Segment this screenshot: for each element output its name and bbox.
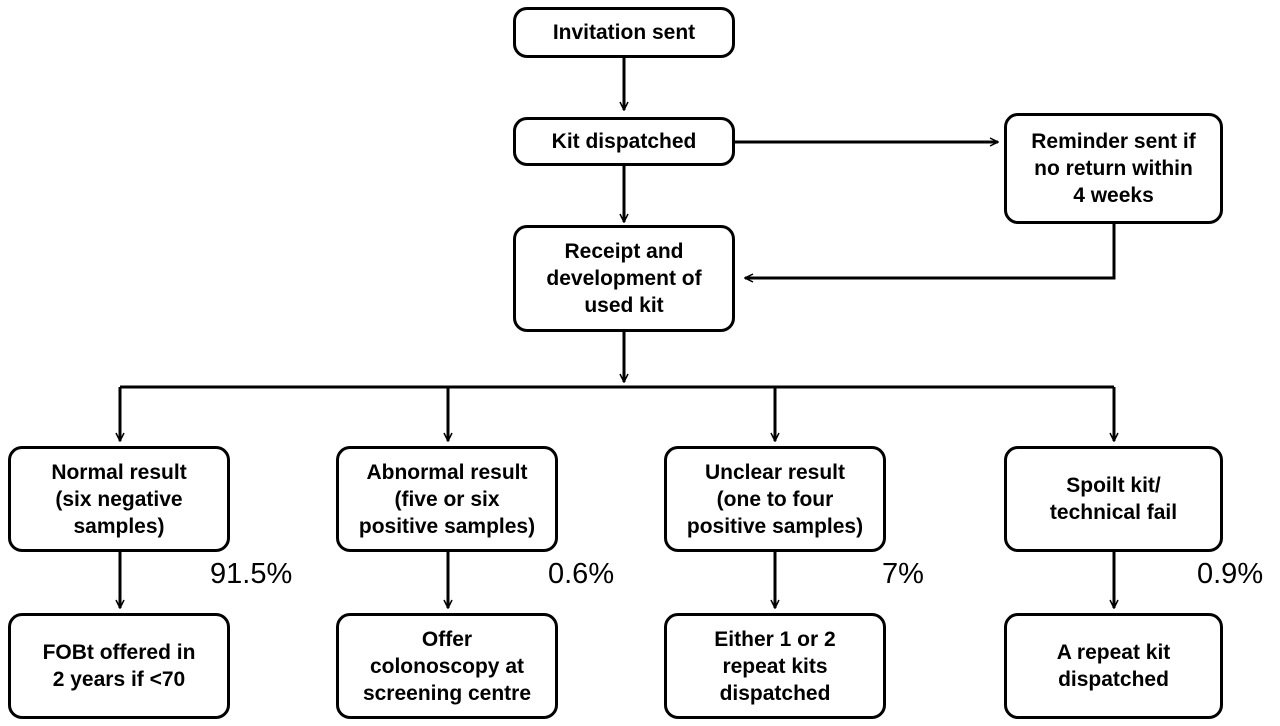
normal-next-label: FOBt offered in 2 years if <70 <box>42 641 196 691</box>
unclear-next-box: Either 1 or 2 repeat kits dispatched <box>664 613 886 719</box>
abnormal-percentage: 0.6% <box>548 558 615 590</box>
unclear-next-label: Either 1 or 2 repeat kits dispatched <box>714 627 836 705</box>
spoilt-next-label: A repeat kit dispatched <box>1056 641 1171 691</box>
abnormal-result-label: Abnormal result (five or six positive sa… <box>358 460 536 538</box>
invitation-sent-box: Invitation sent <box>513 7 735 58</box>
unclear-percentage: 7% <box>882 558 924 590</box>
normal-next-box: FOBt offered in 2 years if <70 <box>8 613 230 719</box>
reminder-label: Reminder sent if no return within 4 week… <box>1031 130 1196 207</box>
normal-result-label: Normal result (six negative samples) <box>51 460 187 538</box>
spoilt-next-box: A repeat kit dispatched <box>1004 613 1223 719</box>
reminder-box: Reminder sent if no return within 4 week… <box>1004 113 1223 224</box>
abnormal-result-box: Abnormal result (five or six positive sa… <box>336 446 558 552</box>
spoilt-kit-label: Spoilt kit/ technical fail <box>1049 474 1178 524</box>
spoilt-percentage: 0.9% <box>1197 558 1264 590</box>
spoilt-kit-box: Spoilt kit/ technical fail <box>1004 446 1223 552</box>
normal-percentage: 91.5% <box>210 558 293 590</box>
unclear-result-label: Unclear result (one to four positive sam… <box>686 460 864 538</box>
normal-result-box: Normal result (six negative samples) <box>8 446 230 552</box>
unclear-result-box: Unclear result (one to four positive sam… <box>664 446 886 552</box>
arrow-reminder-to-receipt <box>745 224 1116 278</box>
abnormal-next-label: Offer colonoscopy at screening centre <box>362 627 532 705</box>
abnormal-next-box: Offer colonoscopy at screening centre <box>336 613 558 719</box>
invitation-sent-label: Invitation sent <box>552 21 696 44</box>
receipt-box: Receipt and development of used kit <box>513 225 735 332</box>
receipt-label: Receipt and development of used kit <box>546 240 702 317</box>
kit-dispatched-box: Kit dispatched <box>513 117 735 166</box>
kit-dispatched-label: Kit dispatched <box>551 130 697 153</box>
